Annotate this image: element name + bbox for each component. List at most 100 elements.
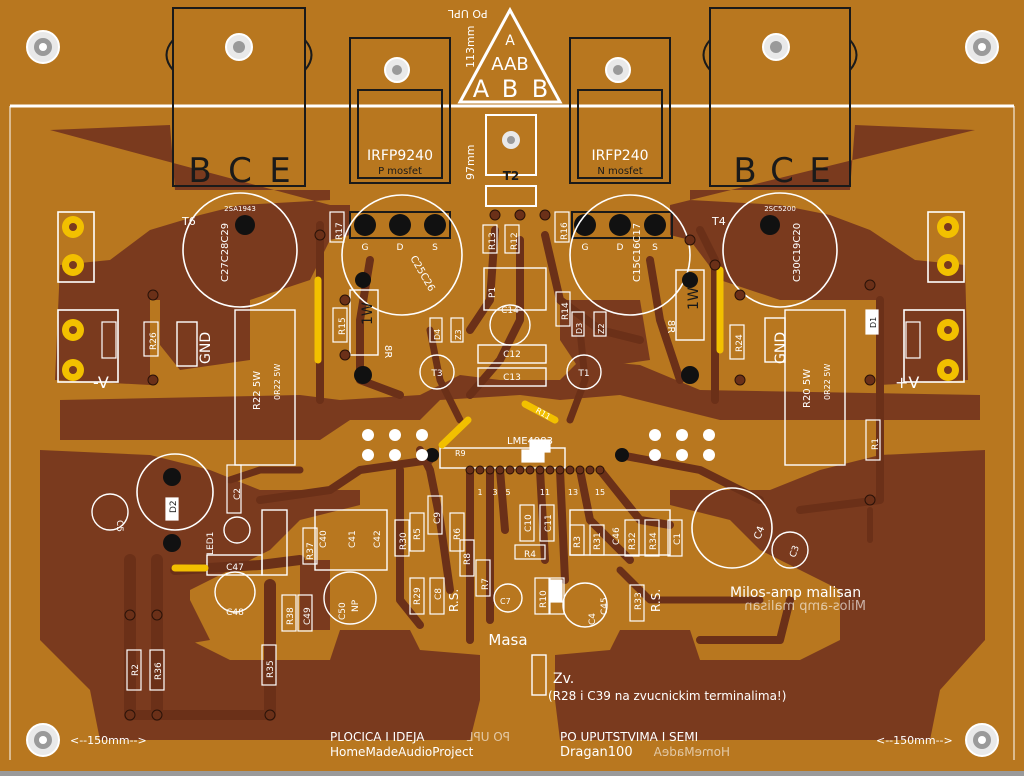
c44-label: C4 (588, 613, 598, 625)
c11-label: C11 (544, 514, 554, 532)
c41-label: C41 (348, 530, 358, 548)
hmap-mirror: HomeMadeA (653, 745, 730, 759)
8r-label-1: 8R (382, 345, 393, 358)
capacitors-large (136, 192, 838, 569)
led1-label: LED1 (206, 532, 216, 555)
w2-label: 1W (686, 287, 702, 310)
r22b-label: 0R22 5W (273, 364, 282, 400)
w1-label: 1W (360, 302, 376, 325)
rs-left-label: R.S. (447, 589, 461, 612)
c42-label: C42 (373, 530, 383, 548)
bce-right-e: E (809, 151, 830, 191)
milos-mirror: Milos-amp malisan (744, 599, 866, 614)
r33-label: R33 (634, 592, 644, 610)
minus-v-label: -V (93, 373, 109, 392)
gds-p-g: G (362, 243, 369, 253)
c2-label: C2 (233, 488, 243, 500)
r30-label: R30 (399, 532, 409, 550)
r10-label: R10 (539, 590, 549, 608)
small-pads (124, 209, 876, 721)
transistor-t2 (485, 114, 537, 207)
logo-abb-b1: B (502, 75, 518, 103)
pin-11: 11 (540, 488, 550, 497)
mosfet-n-label: IRFP240 (591, 148, 648, 164)
z2-label: Z2 (597, 323, 606, 334)
d1-label: D1 (869, 317, 878, 328)
t4-label: T4 (711, 215, 726, 228)
gds-n-d: D (617, 243, 624, 253)
gds-n-s: S (652, 243, 658, 253)
8r-label-2: 8R (665, 320, 676, 333)
mosfet-n-outline (569, 37, 671, 184)
hmap-label: HomeMadeAudioProject (330, 745, 474, 759)
c4-label: C4 (752, 525, 767, 541)
lme-label: LME4983 (507, 436, 553, 447)
c5-label: C5 (114, 520, 124, 532)
r9-label: R9 (455, 449, 466, 458)
c46-label: C46 (612, 527, 622, 545)
plus-v-label: +V (895, 373, 919, 392)
c8-label: C8 (434, 588, 444, 600)
po-upl-mirror: PO UPL (466, 730, 510, 744)
rs-right-label: R.S. (649, 589, 663, 612)
logo-aab: AAB (491, 54, 528, 75)
c40-label: C40 (319, 530, 329, 548)
c9-label: C9 (433, 512, 443, 524)
silkscreen-text: A AAB A B B 113mm 97mm PO UPL T2 B C E B… (70, 7, 953, 760)
c48-label: C48 (226, 608, 244, 618)
zv-note: (R28 i C39 na zvucnickim terminalima!) (548, 689, 786, 703)
dragan-label: Dragan100 (560, 745, 633, 760)
t6-label: T6 (181, 215, 196, 228)
po-uputstvima-label: PO UPUTSTVIMA I SEMI (560, 730, 698, 744)
bce-left-e: E (269, 151, 290, 191)
dim-97: 97mm (464, 145, 477, 180)
r6-label: R6 (453, 528, 463, 540)
mounting-hole-tr (965, 30, 999, 64)
mounting-holes (26, 30, 999, 757)
gnd-left: GND (198, 332, 214, 364)
c30-label: C30C19C20 (792, 223, 803, 282)
p1-label: P1 (488, 287, 498, 298)
yellow-jumpers (171, 266, 724, 572)
zv-connector-box (531, 654, 547, 696)
mosfet-pad-rows (349, 211, 673, 239)
z3-label: Z3 (454, 329, 463, 340)
r31-label: R31 (593, 532, 603, 550)
r20-label: R20 5W (802, 369, 813, 408)
t3-label: T3 (430, 369, 442, 379)
r13-label: R13 (488, 232, 498, 250)
plocica-label: PLOCICA I IDEJA (330, 730, 425, 744)
dim-left: <--150mm--> (70, 734, 147, 747)
r20b-label: 0R22 5W (823, 364, 832, 400)
c45-label: C45 (600, 597, 610, 615)
power-connector-left (57, 211, 119, 383)
gds-p-d: D (397, 243, 404, 253)
mosfet-p-outline (349, 37, 451, 184)
pin-13: 13 (568, 488, 578, 497)
r38-label: R38 (286, 607, 296, 625)
mounting-hole-tl (26, 30, 60, 64)
c49-label: C49 (303, 607, 313, 625)
small-resistors (126, 211, 881, 691)
z1-label: Z1 (554, 586, 564, 598)
c10-label: C10 (524, 514, 534, 532)
power-connector-right (903, 211, 965, 383)
r4-label: R4 (524, 550, 536, 560)
transistor-t6-outline (165, 7, 313, 187)
gds-n-g: G (582, 243, 589, 253)
c50-label: C50 (338, 602, 348, 620)
bce-right-b: B (733, 151, 756, 191)
pin-5: 5 (505, 488, 510, 497)
pin-15: 15 (595, 488, 605, 497)
t4-part: 2SC5200 (764, 205, 796, 213)
lme-ic-pins (465, 465, 605, 475)
d2-label: D2 (169, 500, 179, 513)
bce-right-c: C (770, 151, 794, 191)
dim-right: <--150mm--> (876, 734, 953, 747)
r16-label: R16 (560, 222, 570, 240)
gds-p-s: S (432, 243, 438, 253)
r12-label: R12 (510, 232, 520, 250)
transistor-t4-outline (702, 7, 858, 187)
